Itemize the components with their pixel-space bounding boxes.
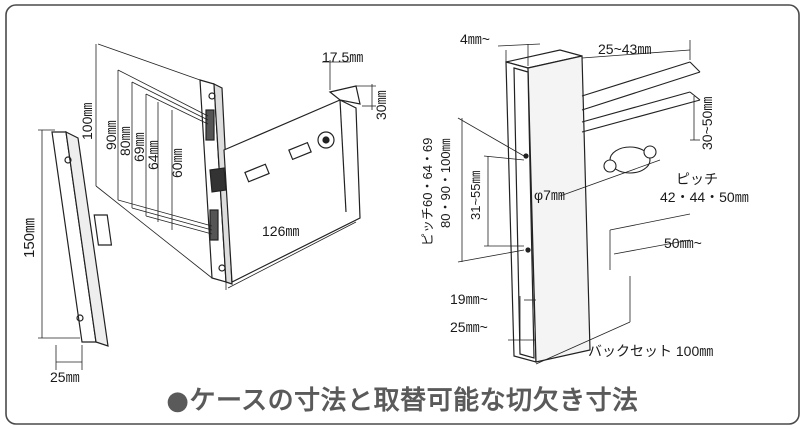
dim-150-line bbox=[38, 129, 80, 339]
label-126: 126㎜ bbox=[262, 223, 299, 239]
label-pitch-2: 80・90・100㎜ bbox=[438, 138, 453, 228]
lock-dims bbox=[95, 43, 376, 290]
outer-frame bbox=[5, 4, 800, 425]
strike-plate bbox=[51, 130, 113, 347]
label-phi7: φ7㎜ bbox=[534, 187, 565, 203]
title-bullet: ● bbox=[166, 386, 190, 416]
label-31-55: 31~55㎜ bbox=[468, 170, 483, 220]
label-50: 50㎜~ bbox=[664, 235, 702, 251]
cylinder-escutcheon bbox=[603, 145, 657, 174]
label-150: 150㎜ bbox=[21, 218, 38, 258]
label-pitch-1: ピッチ60・64・69 bbox=[420, 138, 435, 246]
label-60: 60㎜ bbox=[169, 148, 185, 178]
label-25-43: 25~43㎜ bbox=[598, 41, 651, 57]
label-100: 100㎜ bbox=[79, 103, 95, 140]
label-64: 64㎜ bbox=[145, 140, 161, 170]
label-4: 4㎜~ bbox=[460, 31, 490, 47]
dim-25-line bbox=[55, 345, 83, 370]
label-17-5: 17.5㎜ bbox=[322, 49, 363, 65]
lock-case-body bbox=[223, 85, 361, 283]
right-dims bbox=[457, 40, 700, 365]
title-text: ケースの寸法と取替可能な切欠き寸法 bbox=[189, 386, 639, 416]
label-30: 30㎜ bbox=[373, 90, 389, 120]
label-19: 19㎜~ bbox=[450, 291, 488, 307]
label-30-50: 30~50㎜ bbox=[699, 97, 715, 150]
label-backset: バックセット 100㎜ bbox=[588, 343, 713, 359]
label-pitch-4: 42・44・50㎜ bbox=[660, 189, 749, 205]
door-stile bbox=[505, 49, 591, 363]
label-80: 80㎜ bbox=[117, 126, 133, 156]
label-pitch-3: ピッチ bbox=[676, 171, 718, 187]
label-69: 69㎜ bbox=[131, 132, 147, 162]
label-25: 25㎜ bbox=[50, 369, 80, 385]
label-90: 90㎜ bbox=[103, 120, 119, 150]
diagram-title: ●ケースの寸法と取替可能な切欠き寸法 bbox=[0, 380, 805, 417]
lock-faceplate bbox=[199, 79, 233, 285]
label-25b: 25㎜~ bbox=[450, 319, 488, 335]
door-frame-rails bbox=[581, 61, 701, 133]
